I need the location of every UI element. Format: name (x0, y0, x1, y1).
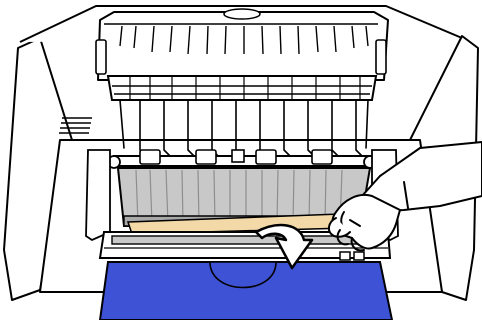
paper-tray (100, 262, 392, 320)
guide-band (108, 76, 376, 100)
top-cover (96, 9, 388, 80)
